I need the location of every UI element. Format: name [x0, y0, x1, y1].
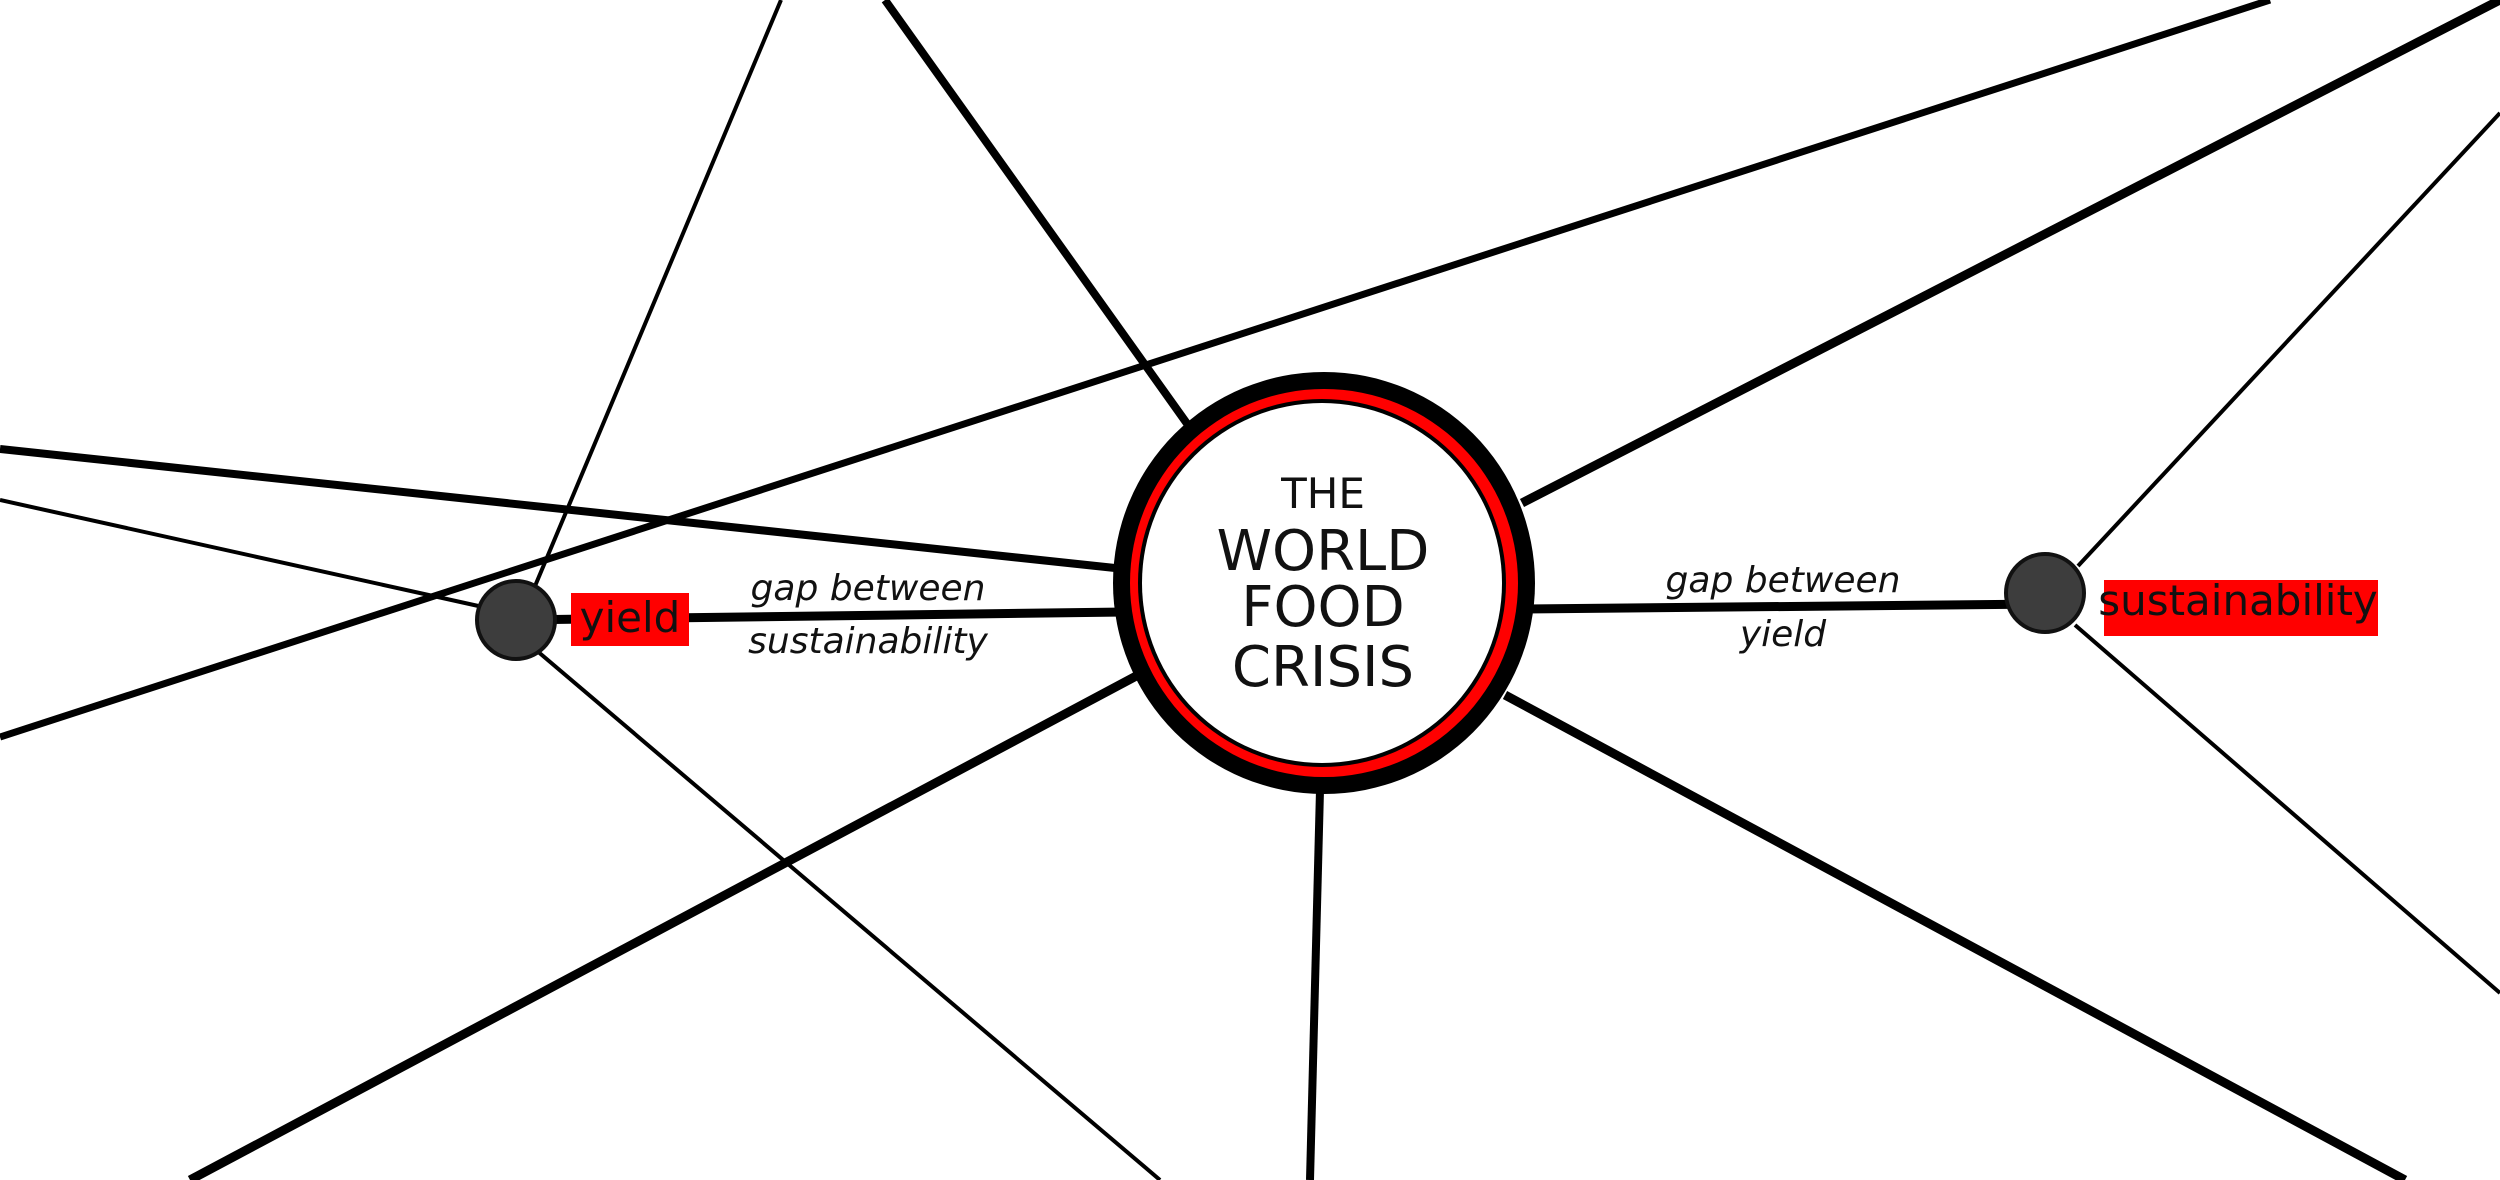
hub-title-line-2: WORLD: [1217, 519, 1430, 584]
node-sustainability-tag: sustainability: [2098, 576, 2378, 625]
node-yield-tag-bg: [571, 593, 689, 646]
edge-hub-sustainability: [1524, 599, 2046, 614]
node-sustainability-dot: [2004, 552, 2086, 634]
hub-title-line-3: FOOD: [1241, 575, 1405, 640]
line-hub-upper-right: [1519, 0, 2500, 508]
line-yield-to-bottom: [534, 648, 1162, 1180]
line-sustainability-to-lower-right: [2073, 623, 2500, 995]
hub: THE WORLD FOOD CRISIS: [1113, 372, 1535, 794]
node-yield-dot: [475, 579, 557, 661]
line-hub-bottom: [1306, 789, 1324, 1180]
edge-label-left: gap between sustainability: [748, 568, 988, 662]
line-hub-top: [881, 0, 1192, 428]
node-sustainability-tag-bg: [2104, 580, 2378, 636]
hub-inner: [1142, 403, 1502, 763]
edge-label-right-line-2: yield: [1739, 614, 1827, 655]
edge-label-right-line-1: gap between: [1666, 560, 1901, 601]
line-hub-left: [0, 445, 1116, 572]
line-top-to-yield: [528, 0, 783, 599]
line-top-right-to-sustainability: [2076, 111, 2500, 568]
hub-title-line-1: THE: [1280, 469, 1365, 518]
line-hub-lower-left: [187, 670, 1143, 1180]
edge-label-left-line-1: gap between: [751, 568, 986, 609]
line-left-to-yield: [0, 498, 493, 611]
edge-label-left-line-2: sustainability: [748, 621, 988, 662]
line-long-diagonal-1: [0, 0, 2272, 741]
node-sustainability[interactable]: sustainability: [2004, 552, 2378, 636]
line-hub-lower-right: [1502, 691, 2408, 1180]
hub-title-line-4: CRISIS: [1232, 635, 1414, 700]
node-yield-tag: yield: [580, 593, 681, 642]
edge-label-right: gap between yield: [1666, 560, 1901, 655]
node-yield[interactable]: yield: [475, 579, 689, 661]
